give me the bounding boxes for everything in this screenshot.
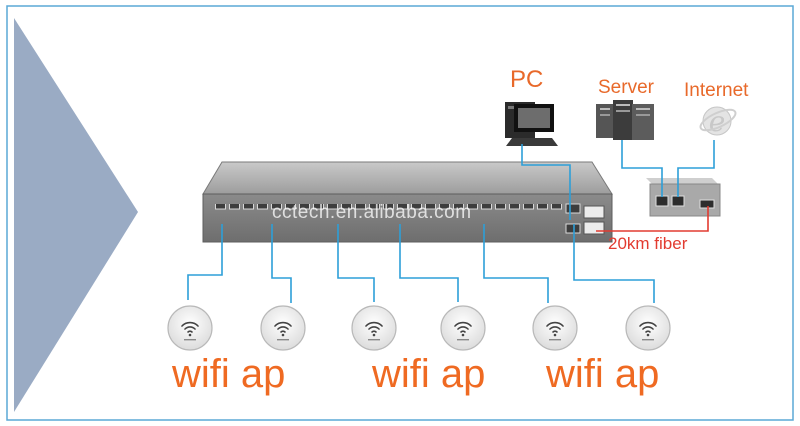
ap-link-4 (399, 224, 459, 302)
ap-link-2 (271, 224, 292, 303)
wifi-ap-4 (440, 305, 486, 351)
connection-lines (187, 140, 715, 303)
decorative-arrow (14, 18, 138, 412)
ap-link-3 (337, 224, 375, 302)
internet-explorer-icon: e (699, 105, 737, 138)
pc-icon (505, 102, 558, 146)
wifi-ap-6 (625, 305, 671, 351)
wifi-icon (365, 321, 383, 333)
internet-link (677, 140, 715, 197)
pc-link (521, 144, 571, 220)
switch-icon (202, 161, 613, 243)
wifi-ap-label: wifi ap (372, 352, 486, 396)
watermark: cctech.en.alibaba.com (272, 202, 472, 223)
wifi-ap-1 (167, 305, 213, 351)
server-label: Server (598, 77, 654, 98)
pc-label: PC (510, 66, 544, 93)
wifi-ap-3 (351, 305, 397, 351)
wifi-icon (274, 321, 292, 333)
wifi-ap-label: wifi ap (172, 352, 286, 396)
fiber-link (596, 206, 709, 232)
wifi-ap-label: wifi ap (546, 352, 660, 396)
ap-link-6 (573, 224, 655, 303)
wifi-icon (181, 321, 199, 333)
ap-link-5 (483, 224, 549, 303)
internet-label: Internet (684, 80, 749, 101)
wifi-icon (639, 321, 657, 333)
wifi-icon (546, 321, 564, 333)
wifi-ap-5 (532, 305, 578, 351)
wifi-icon (454, 321, 472, 333)
ap-link-1 (187, 224, 223, 300)
wifi-ap-2 (260, 305, 306, 351)
server-icon (596, 100, 654, 140)
media-converter-icon (646, 178, 721, 217)
fiber-label: 20km fiber (608, 234, 688, 253)
server-link (621, 140, 663, 197)
